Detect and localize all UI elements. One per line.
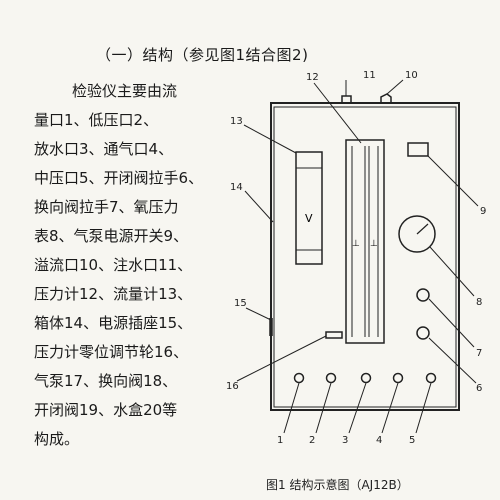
section-heading: （一）结构（参见图1结合图2) <box>96 46 309 64</box>
callout-13: 13 <box>230 116 243 127</box>
medium-pressure-port <box>425 372 437 384</box>
flow-port <box>293 372 305 384</box>
callout-11: 11 <box>363 70 376 81</box>
callout-15: 15 <box>234 298 247 309</box>
leader-line-16 <box>236 335 327 382</box>
leader-line-2 <box>315 382 332 434</box>
description-line: 压力计12、流量计13、 <box>34 285 193 303</box>
callout-4: 4 <box>376 435 382 446</box>
description-line: 构成。 <box>34 430 80 448</box>
reversing-valve-handle <box>416 288 430 302</box>
leader-line-1 <box>283 382 300 434</box>
water-inlet-port <box>341 95 352 104</box>
flow-meter <box>295 151 323 265</box>
description-line: 开闭阀19、水盒20等 <box>34 401 178 419</box>
callout-10: 10 <box>405 70 418 81</box>
pump-power-switch <box>407 142 429 157</box>
description-line: 溢流口10、注水口11、 <box>34 256 193 274</box>
callout-12: 12 <box>306 72 319 83</box>
component-description: 检验仪主要由流 量口1、低压口2、 放水口3、通气口4、 中压口5、开闭阀拉手6… <box>34 77 239 454</box>
description-line: 表8、气泵电源开关9、 <box>34 227 189 245</box>
overflow-port <box>380 93 392 103</box>
description-line: 中压口5、开闭阀拉手6、 <box>34 169 204 187</box>
low-pressure-port <box>325 372 337 384</box>
housing-inner-edge <box>273 106 457 408</box>
description-line: 换向阀拉手7、氧压力 <box>34 198 179 216</box>
callout-5: 5 <box>409 435 415 446</box>
leader-line-5 <box>415 382 432 434</box>
leader-line-12 <box>313 82 362 144</box>
leader-line-13 <box>243 124 297 154</box>
callout-6: 6 <box>476 383 482 394</box>
leader-line-4 <box>381 382 399 434</box>
description-line: 检验仪主要由流 <box>72 82 178 100</box>
gauge-mark-left: ⊥ <box>352 239 360 249</box>
oxygen-pressure-gauge <box>398 215 436 253</box>
callout-16: 16 <box>226 381 239 392</box>
leader-line-3 <box>348 382 367 434</box>
leader-line-6 <box>428 337 477 384</box>
flow-meter-mark: V <box>305 212 313 225</box>
leader-lines <box>236 79 479 434</box>
figure-caption: 图1 结构示意图（AJ12B） <box>266 478 409 492</box>
gauge-needle <box>416 223 429 235</box>
zero-adjust-wheel <box>325 331 343 339</box>
gauge-mark-right: ⊥ <box>370 239 378 249</box>
description-line: 气泵17、换向阀18、 <box>34 372 178 390</box>
callout-7: 7 <box>476 348 482 359</box>
callout-2: 2 <box>309 435 315 446</box>
description-line: 箱体14、电源插座15、 <box>34 314 193 332</box>
description-line: 压力计零位调节轮16、 <box>34 343 189 361</box>
leader-line-9 <box>427 155 479 207</box>
description-line: 量口1、低压口2、 <box>34 111 159 129</box>
leader-line-10 <box>386 79 404 95</box>
leader-line-8 <box>429 246 475 297</box>
leader-line-7 <box>428 298 475 348</box>
leader-line-14 <box>244 190 274 223</box>
vent-port <box>392 372 404 384</box>
callout-9: 9 <box>480 206 486 217</box>
callout-8: 8 <box>476 297 482 308</box>
description-line: 放水口3、通气口4、 <box>34 140 174 158</box>
on-off-valve-handle <box>416 326 430 340</box>
leader-line-15 <box>245 307 272 321</box>
callout-1: 1 <box>277 435 283 446</box>
pressure-gauge <box>345 139 385 344</box>
drain-port <box>360 372 372 384</box>
housing-box <box>270 102 460 411</box>
callout-14: 14 <box>230 182 243 193</box>
callout-3: 3 <box>342 435 348 446</box>
